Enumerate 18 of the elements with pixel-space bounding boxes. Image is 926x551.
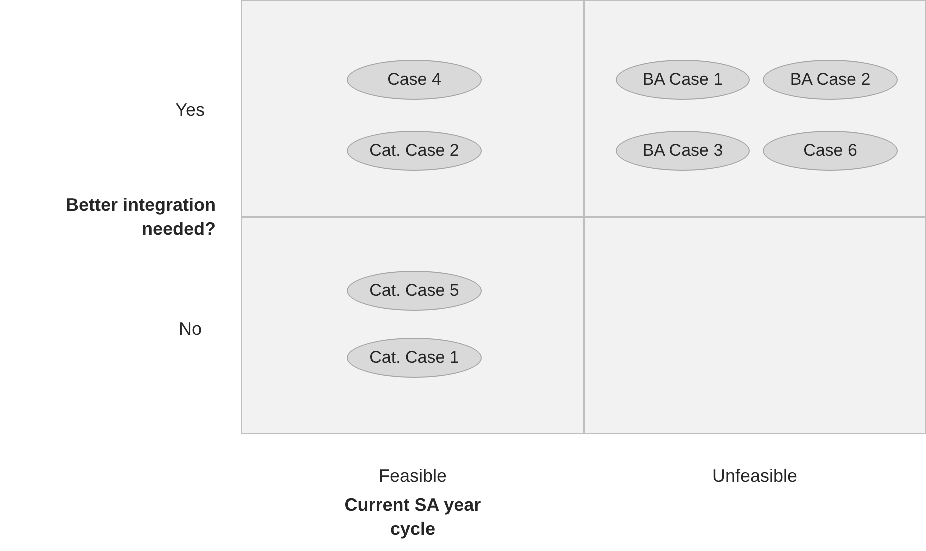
quadrant-box	[584, 0, 926, 217]
case-ellipse: Cat. Case 1	[347, 338, 482, 378]
case-ellipse: BA Case 3	[616, 131, 750, 171]
case-ellipse: Cat. Case 5	[347, 271, 482, 311]
axis-title: Better integration needed?	[64, 194, 216, 241]
quadrant-box	[584, 217, 926, 434]
axis-label: No	[178, 318, 202, 341]
case-ellipse: BA Case 2	[763, 60, 898, 100]
case-ellipse: Case 6	[763, 131, 898, 171]
quadrant-box	[241, 217, 584, 434]
quadrant-box	[241, 0, 584, 217]
axis-title: Current SA year cycle	[344, 494, 482, 541]
case-ellipse: Cat. Case 2	[347, 131, 482, 171]
axis-label: Feasible	[378, 465, 448, 488]
case-ellipse: BA Case 1	[616, 60, 750, 100]
case-ellipse: Case 4	[347, 60, 482, 100]
axis-label: Unfeasible	[711, 465, 799, 488]
axis-label: Yes	[176, 99, 205, 122]
